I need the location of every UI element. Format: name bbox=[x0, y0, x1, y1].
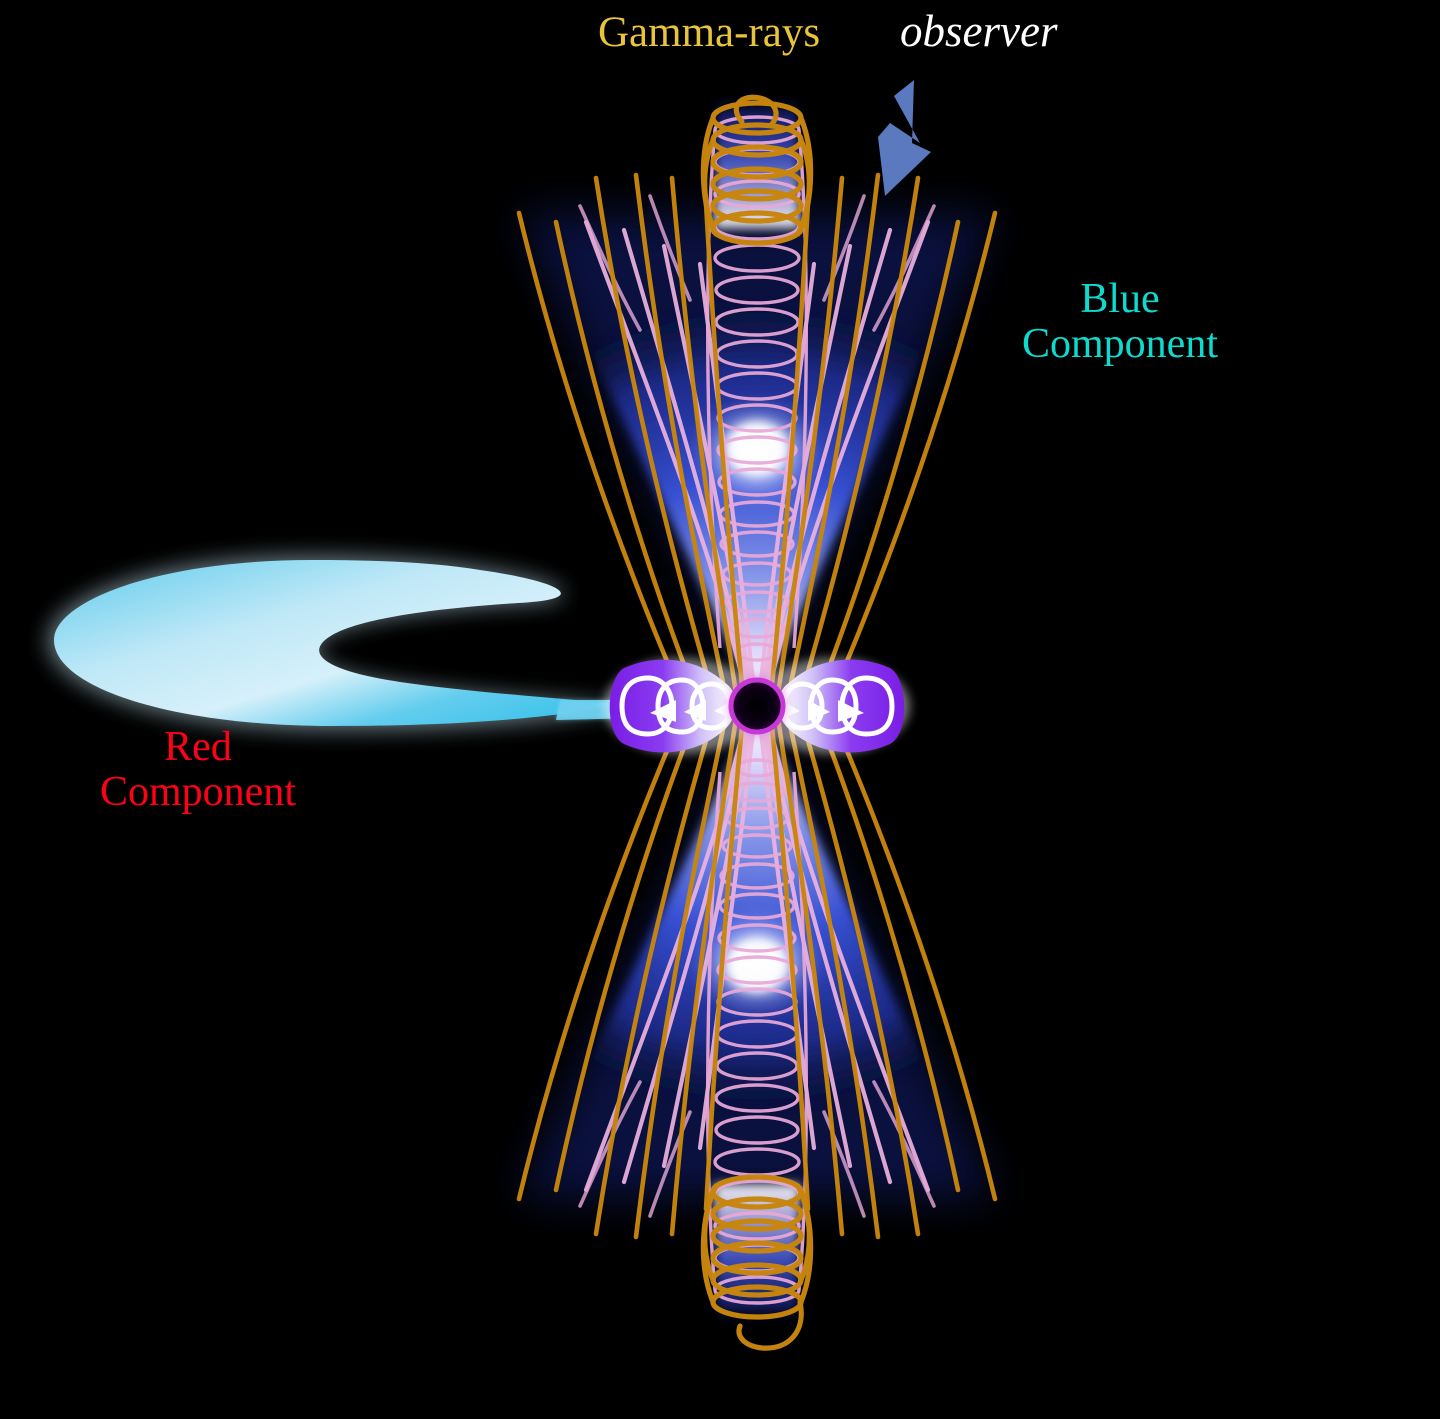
gamma-rays-label: Gamma-rays bbox=[598, 9, 821, 56]
lower-jet-helix-coil-gold bbox=[700, 1174, 814, 1351]
red-component-label-line2: Component bbox=[100, 768, 296, 815]
blue-component-label-line1: Blue bbox=[1080, 276, 1160, 322]
accretion-disk-left-lobe bbox=[604, 658, 760, 754]
observer-arrow bbox=[878, 80, 931, 196]
jet-outer-pink-strands-upper bbox=[578, 194, 936, 332]
red-component-outflow bbox=[48, 556, 640, 730]
red-component-label-line1: Red bbox=[164, 724, 232, 770]
disk-circulation-arrows-right bbox=[781, 675, 895, 737]
disk-circulation-arrows-left bbox=[619, 675, 733, 737]
accretion-disk-right-lobe bbox=[754, 658, 910, 754]
blue-component-label: Blue Component bbox=[990, 277, 1250, 366]
jet-outer-pink-strands-lower bbox=[578, 1080, 936, 1218]
observer-label: observer bbox=[900, 6, 1058, 56]
upper-jet-helix-coil-gold bbox=[700, 94, 814, 246]
red-component-label: Red Component bbox=[78, 725, 318, 814]
black-hole-ring bbox=[727, 676, 787, 736]
blue-component-label-line2: Component bbox=[1022, 320, 1218, 367]
